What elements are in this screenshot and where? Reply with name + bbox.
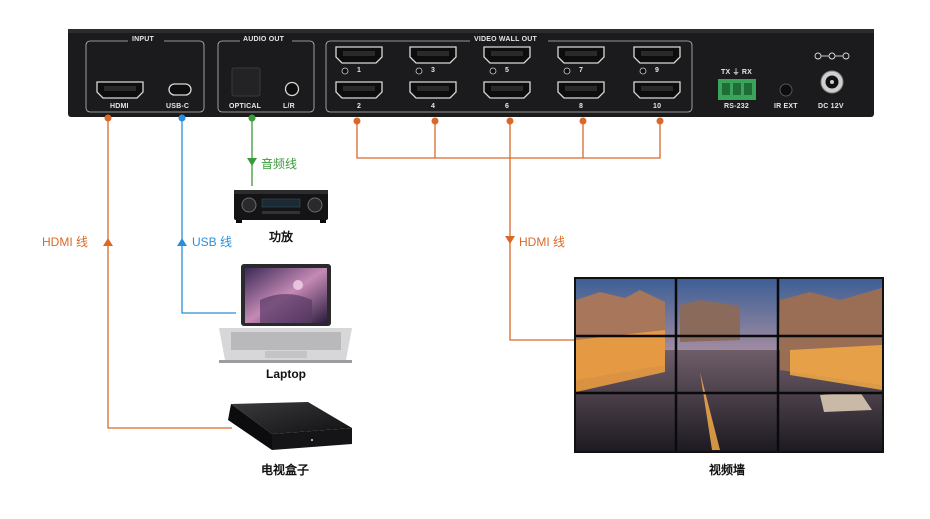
output-port-label: 5 (505, 67, 510, 74)
output-port-label: 10 (653, 103, 662, 110)
output-port-label: 6 (505, 103, 510, 110)
hdmi-input-label: HDMI (110, 103, 129, 110)
hdmi-output-cable-label: HDMI 线 (519, 235, 565, 249)
output-port-label: 9 (655, 67, 660, 74)
output-node (656, 117, 664, 125)
output-port-label: 2 (357, 103, 362, 110)
usb-node (178, 114, 186, 122)
hdmi-output-cable (356, 121, 661, 341)
amplifier-caption: 功放 (269, 230, 294, 244)
output-port-label: 4 (431, 103, 436, 110)
tv-box-image (228, 402, 352, 450)
hdmi-input-cable-label: HDMI 线 (42, 235, 88, 249)
hdmi-input-node (104, 114, 112, 122)
lr-label: L/R (283, 103, 295, 110)
output-node (431, 117, 439, 125)
rs232-label: RS-232 (724, 103, 749, 110)
tx-rx-label: TX ⏚ RX (721, 69, 752, 76)
amplifier-image (234, 190, 328, 223)
usb-cable (181, 117, 236, 314)
optical-port (231, 67, 261, 97)
usb-cable-label: USB 线 (192, 235, 233, 249)
audio-node (248, 114, 256, 122)
video-wall-caption: 视频墙 (709, 463, 746, 477)
up-arrow-icon (177, 238, 187, 246)
ir-ext-label: IR EXT (774, 103, 798, 110)
hdmi-output-ports (335, 46, 681, 99)
dc-power-jack (814, 52, 850, 94)
output-port-label: 7 (579, 67, 584, 74)
output-port-label: 3 (431, 67, 436, 74)
ir-ext-jack (779, 83, 793, 97)
audio-cable-label: 音频线 (261, 157, 298, 171)
laptop-caption: Laptop (266, 367, 306, 381)
usb-c-label: USB-C (166, 103, 190, 110)
hdmi-input-port (96, 81, 144, 99)
usb-c-port (168, 83, 192, 96)
lr-audio-jack (284, 81, 300, 97)
output-node (353, 117, 361, 125)
down-arrow-icon (505, 236, 515, 244)
video-wall-out-group-label: VIDEO WALL OUT (474, 36, 537, 43)
dc-12v-label: DC 12V (818, 103, 844, 110)
rs232-terminal (718, 79, 756, 100)
output-port-label: 8 (579, 103, 584, 110)
up-arrow-icon (103, 238, 113, 246)
laptop-image (219, 264, 352, 363)
output-port-label: 1 (357, 67, 362, 74)
output-node (579, 117, 587, 125)
output-node (506, 117, 514, 125)
tv-box-caption: 电视盒子 (261, 463, 310, 477)
optical-label: OPTICAL (229, 103, 262, 110)
video-wall-image (574, 277, 884, 453)
audio-out-group-label: AUDIO OUT (243, 36, 285, 43)
down-arrow-icon (247, 158, 257, 166)
hdmi-input-cable (107, 117, 232, 429)
input-group-label: INPUT (132, 36, 154, 43)
